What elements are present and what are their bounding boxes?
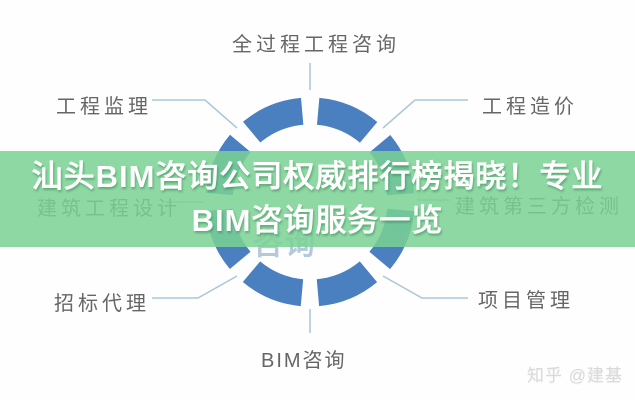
node-label-engineering-cost: 工程造价 — [482, 96, 578, 118]
node-label-whole-process-consulting: 全过程工程咨询 — [232, 34, 400, 56]
node-label-bim-consulting: BIM咨询 — [261, 350, 347, 372]
title-line-1: 汕头BIM咨询公司权威排行榜揭晓！专业 — [31, 159, 604, 194]
connector-top-right — [382, 99, 468, 129]
zhihu-watermark: 知乎 @建基 — [527, 366, 623, 385]
title-line-2: BIM咨询服务一览 — [191, 203, 444, 238]
node-label-bidding-agency: 招标代理 — [54, 293, 150, 315]
node-label-engineering-supervision: 工程监理 — [56, 96, 152, 118]
node-label-project-management: 项目管理 — [478, 290, 574, 312]
connector-top-left — [152, 99, 238, 129]
title-overlay-band: 汕头BIM咨询公司权威排行榜揭晓！专业 BIM咨询服务一览 — [0, 151, 635, 247]
connector-bottom-left — [152, 275, 238, 299]
connector-bottom-right — [382, 275, 468, 299]
